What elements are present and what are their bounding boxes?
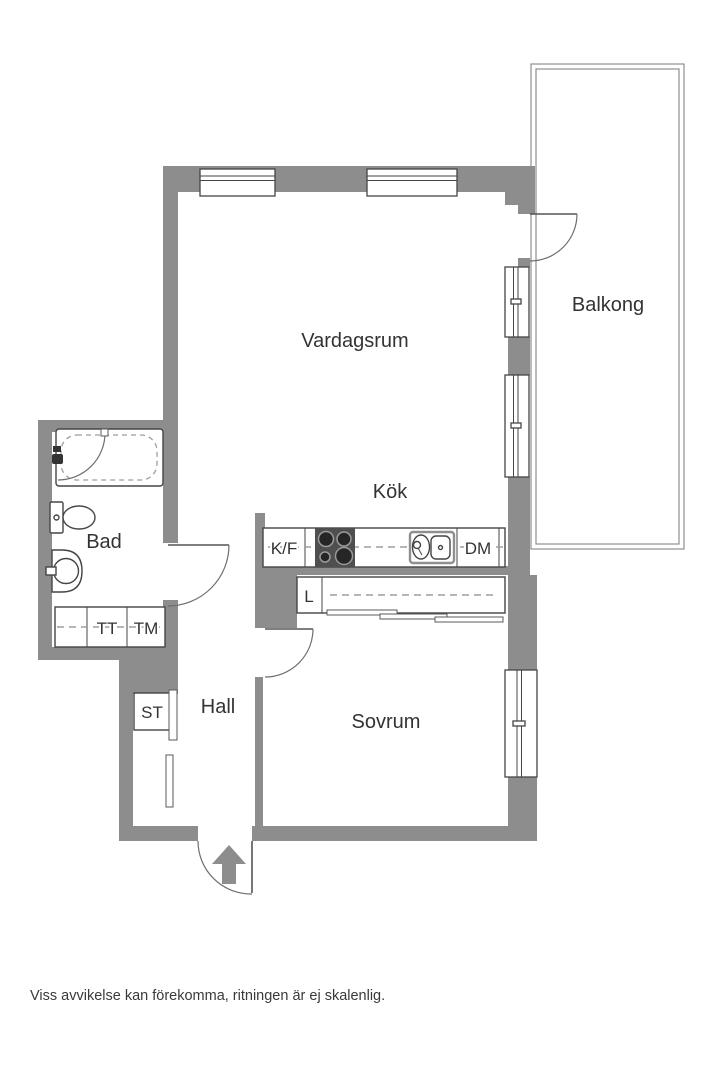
shower-head-icon [52, 454, 63, 464]
room-label-balkong: Balkong [572, 294, 644, 316]
wall-top-step-1 [505, 192, 535, 205]
wall-top-step-2 [518, 205, 535, 214]
wall-left-stub-below-bath-door [163, 600, 178, 647]
wall-kitchen-south [255, 566, 508, 575]
wall-bedroom-east-lower [508, 777, 537, 841]
room-label-kok: Kök [373, 481, 408, 503]
door-bedroom [264, 628, 314, 678]
balcony-inner-rail [535, 68, 680, 545]
cleaning-closet-box [133, 692, 171, 731]
label-linen-closet: L [304, 587, 313, 606]
door-entry [197, 840, 253, 895]
label-dishwasher: DM [465, 539, 491, 558]
bathtub-icon [52, 428, 164, 487]
room-label-hall: Hall [201, 696, 235, 718]
wall-bathroom-left [38, 420, 52, 660]
room-label-vardagsrum: Vardagsrum [301, 330, 408, 352]
shower-mixer-icon [53, 446, 61, 452]
label-dryer: TT [97, 619, 118, 638]
hall-closets [133, 689, 178, 808]
door-balcony [529, 213, 578, 262]
wall-bottom-right-of-entry [252, 826, 537, 841]
label-fridge-freezer: K/F [271, 539, 297, 558]
wall-east-stub-balcony-door [518, 258, 530, 267]
label-washer: TM [134, 619, 159, 638]
linen-closet-row [296, 576, 506, 623]
door-bathroom [167, 544, 230, 607]
wall-hall-bedroom [255, 677, 263, 826]
fixture-labels: K/F DM L TT TM ST [95, 537, 494, 724]
window-top-1 [199, 168, 276, 197]
kitchen-counter [262, 527, 506, 568]
shower-screen-arc [57, 432, 106, 481]
wall-east-kitchen [508, 477, 530, 575]
wall-hall-west [119, 647, 133, 840]
wall-left-of-linen-closet [255, 575, 297, 628]
window-east-2 [504, 374, 530, 478]
wall-bottom-left-of-entry [119, 826, 198, 841]
wall-left [163, 166, 178, 543]
windows [199, 168, 538, 778]
room-label-sovrum: Sovrum [352, 711, 421, 733]
wall-bedroom-east-upper [508, 575, 537, 670]
wall-kitchen-left-stub [255, 513, 265, 575]
kitchen-sink-icon [408, 530, 456, 565]
stove-icon [315, 528, 355, 567]
room-labels: Vardagsrum Balkong Kök Bad Hall Sovrum [86, 294, 644, 733]
room-label-bad: Bad [86, 531, 122, 553]
entry-arrow-icon [212, 845, 246, 884]
window-east-1 [504, 266, 530, 338]
window-top-2 [366, 168, 458, 197]
disclaimer-text: Viss avvikelse kan förekomma, ritningen … [30, 988, 385, 1004]
toilet-icon [49, 501, 96, 534]
doors [167, 213, 578, 895]
laundry-cabinet-row [54, 606, 166, 648]
bathroom-fixtures [45, 428, 166, 648]
wall-east-between-windows [508, 337, 530, 375]
washbasin-icon [45, 549, 83, 593]
walls [38, 166, 537, 841]
hall-sliding-doors [165, 689, 178, 808]
label-cleaning-closet: ST [141, 703, 163, 722]
wardrobe-sliding-doors [326, 609, 504, 623]
window-bedroom [504, 669, 538, 778]
balcony-outline [530, 63, 685, 550]
